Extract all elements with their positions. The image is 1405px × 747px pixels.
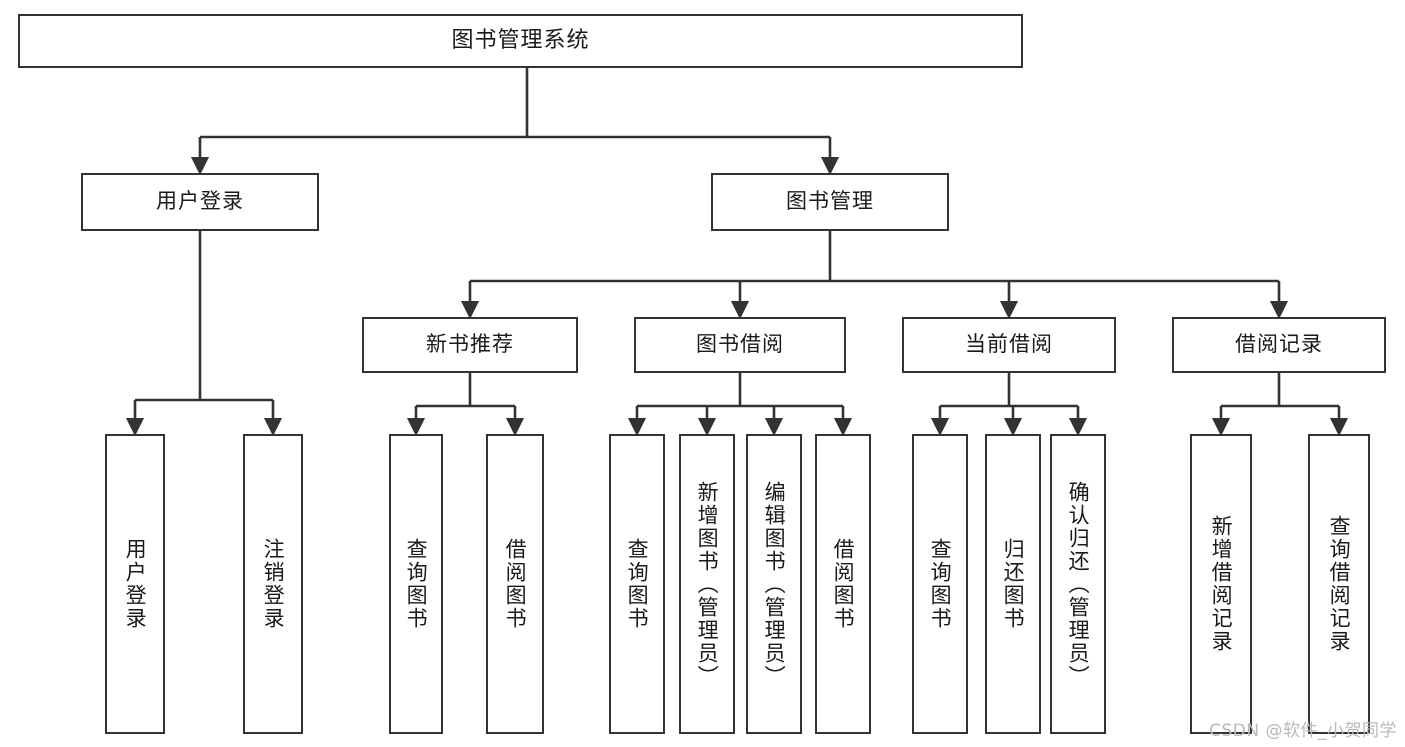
node-leaf-borrow-books-recommend[interactable]: 借阅图书 bbox=[486, 434, 544, 734]
node-leaf-label: 查询图书 bbox=[928, 538, 953, 630]
node-leaf-label: 用户登录 bbox=[123, 538, 148, 630]
node-leaf-label: 查询借阅记录 bbox=[1327, 515, 1352, 653]
node-leaf-label: 确认归还（管理员） bbox=[1066, 480, 1091, 688]
node-leaf-logout[interactable]: 注销登录 bbox=[243, 434, 303, 734]
node-leaf-query-books-borrow[interactable]: 查询图书 bbox=[609, 434, 665, 734]
node-leaf-borrow-books[interactable]: 借阅图书 bbox=[815, 434, 871, 734]
node-leaf-user-login[interactable]: 用户登录 bbox=[105, 434, 165, 734]
node-leaf-label: 查询图书 bbox=[404, 538, 429, 630]
node-leaf-add-borrow-record[interactable]: 新增借阅记录 bbox=[1190, 434, 1252, 734]
node-leaf-confirm-return-admin[interactable]: 确认归还（管理员） bbox=[1050, 434, 1106, 734]
node-leaf-label: 注销登录 bbox=[261, 538, 286, 630]
node-leaf-add-book-admin[interactable]: 新增图书（管理员） bbox=[679, 434, 735, 734]
node-leaf-query-borrow-record[interactable]: 查询借阅记录 bbox=[1308, 434, 1370, 734]
node-leaf-query-books-recommend[interactable]: 查询图书 bbox=[389, 434, 443, 734]
node-level2-user-login[interactable]: 用户登录 bbox=[81, 173, 319, 231]
node-leaf-label: 查询图书 bbox=[625, 538, 650, 630]
node-root[interactable]: 图书管理系统 bbox=[18, 14, 1023, 68]
node-leaf-label: 归还图书 bbox=[1001, 538, 1026, 630]
node-leaf-label: 借阅图书 bbox=[503, 538, 528, 630]
node-leaf-label: 借阅图书 bbox=[831, 538, 856, 630]
node-leaf-label: 新增图书（管理员） bbox=[695, 480, 720, 688]
node-leaf-return-books[interactable]: 归还图书 bbox=[985, 434, 1041, 734]
node-leaf-edit-book-admin[interactable]: 编辑图书（管理员） bbox=[746, 434, 802, 734]
watermark-text: CSDN @软件_小贺同学 bbox=[1209, 721, 1397, 741]
node-level3-new-book-recommend[interactable]: 新书推荐 bbox=[362, 317, 578, 373]
node-level3-book-borrow[interactable]: 图书借阅 bbox=[634, 317, 846, 373]
node-level3-borrow-records[interactable]: 借阅记录 bbox=[1172, 317, 1386, 373]
node-leaf-label: 编辑图书（管理员） bbox=[762, 480, 787, 688]
node-level3-current-borrow[interactable]: 当前借阅 bbox=[902, 317, 1116, 373]
node-level2-book-management[interactable]: 图书管理 bbox=[711, 173, 949, 231]
node-leaf-label: 新增借阅记录 bbox=[1209, 515, 1234, 653]
node-leaf-query-books-current[interactable]: 查询图书 bbox=[912, 434, 968, 734]
